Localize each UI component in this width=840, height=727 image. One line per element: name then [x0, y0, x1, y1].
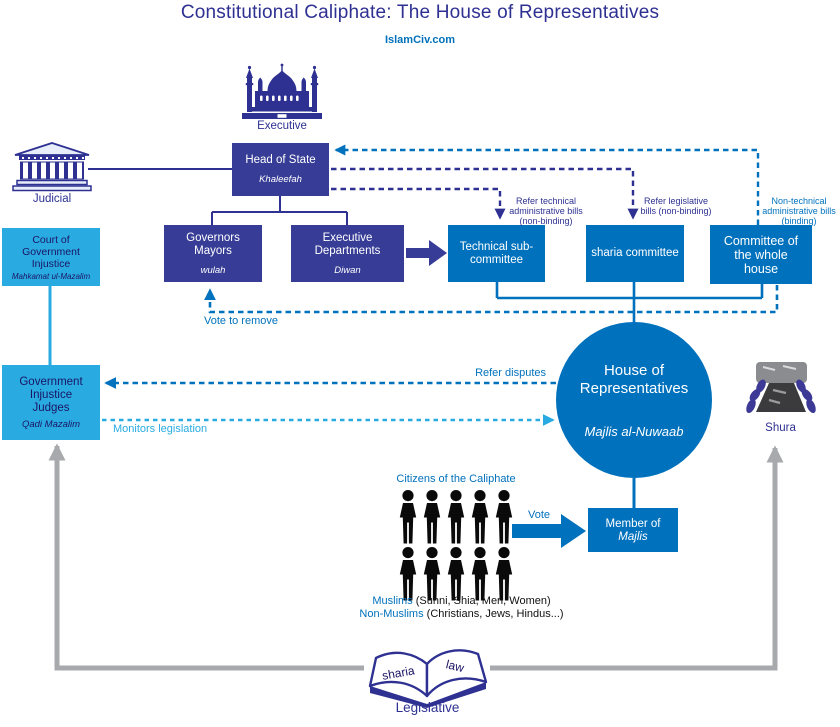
vote-label: Vote — [528, 509, 551, 521]
node-subtitle: Qadi Mazalim — [21, 418, 81, 430]
node-subtitle: Mahkamat ul-Mazalim — [11, 271, 91, 281]
edge-departments-technical-arrow — [406, 240, 447, 266]
non-muslims-term: Non-Muslims — [359, 608, 424, 620]
shura-label: Shura — [765, 422, 796, 434]
judicial-label: Judicial — [32, 193, 72, 205]
sharia-law-book-icon: sharia law — [368, 649, 488, 708]
monitors-legislation-label: Monitors legislation — [113, 423, 208, 435]
node-title: Technical sub-committee — [459, 240, 534, 266]
edge-vote-to-remove — [204, 285, 779, 314]
non-muslims-detail: (Christians, Jews, Hindus...) — [423, 608, 564, 620]
person-icon — [398, 490, 418, 544]
person-icon — [470, 547, 490, 601]
refer-technical-label: Refer technical administrative bills (no… — [509, 196, 583, 226]
node-house-of-representatives: House of Representatives Majlis al-Nuwaa… — [556, 322, 712, 478]
node-title: Government Injustice Judges — [19, 375, 83, 414]
node-member-of-majlis: Member of Majlis — [588, 508, 678, 552]
person-icon — [422, 547, 442, 601]
person-icon — [494, 490, 514, 544]
book-right-page-label: law — [445, 657, 466, 675]
edge-committees-to-house — [495, 282, 764, 323]
node-technical-sub-committee: Technical sub-committee — [448, 225, 545, 282]
muslims-detail: (Sunni, Shia, Men, Women) — [412, 595, 551, 607]
node-court-of-government-injustice: Court of Government Injustice Mahkamat u… — [2, 228, 100, 286]
citizens-icons — [396, 490, 516, 604]
node-head-of-state: Head of State Khaleefah — [232, 143, 329, 196]
courthouse-icon — [12, 142, 92, 192]
node-title: House of Representatives — [579, 361, 689, 397]
node-title: Court of Government Injustice — [22, 233, 80, 270]
executive-label: Executive — [257, 120, 307, 132]
node-committee-of-the-whole-house: Committee of the whole house — [710, 225, 812, 284]
vote-to-remove-label: Vote to remove — [204, 315, 278, 327]
node-title: Member of — [605, 517, 661, 530]
edge-legislative-to-shura — [490, 445, 784, 671]
refer-disputes-label: Refer disputes — [475, 367, 546, 379]
edge-non-technical-binding — [334, 144, 760, 225]
site-name: IslamCiv.com — [384, 34, 456, 46]
refer-legislative-label: Refer legislative bills (non-binding) — [640, 196, 712, 216]
edge-refer-legislative — [331, 167, 639, 220]
node-executive-departments: Executive Departments Diwan — [291, 225, 404, 282]
legislative-label: Legislative — [395, 700, 460, 715]
node-governors-mayors: Governors Mayors wulah — [164, 225, 262, 282]
node-title: Governors Mayors — [186, 231, 240, 257]
node-sharia-committee: sharia committee — [586, 225, 684, 282]
node-subtitle: Diwan — [334, 264, 361, 276]
page-title: Constitutional Caliphate: The House of R… — [180, 2, 660, 23]
person-icon — [398, 547, 418, 601]
node-title: Head of State — [245, 154, 316, 166]
citizens-heading: Citizens of the Caliphate — [396, 473, 516, 485]
node-subtitle: wulah — [200, 264, 226, 276]
non-technical-binding-label: Non-technical administrative bills (bind… — [762, 196, 836, 226]
node-title: Executive Departments — [314, 231, 381, 257]
person-icon — [422, 490, 442, 544]
shura-table-icon — [746, 362, 816, 414]
book-left-page-label: sharia — [381, 663, 416, 683]
edge-refer-technical — [331, 187, 506, 220]
demographics-text: Muslims (Sunni, Shia, Men, Women) Non-Mu… — [339, 595, 584, 621]
node-title: Committee of the whole house — [723, 233, 799, 276]
node-subtitle: Majlis al-Nuwaab — [584, 423, 684, 439]
muslims-line: Muslims (Sunni, Shia, Men, Women) — [339, 595, 584, 608]
non-muslims-line: Non-Muslims (Christians, Jews, Hindus...… — [339, 608, 584, 621]
node-subtitle: Khaleefah — [259, 174, 302, 185]
edge-legislative-to-judges — [48, 443, 364, 671]
node-subtitle: Majlis — [618, 530, 648, 543]
person-icon — [470, 490, 490, 544]
mosque-icon — [242, 63, 322, 119]
node-government-injustice-judges: Government Injustice Judges Qadi Mazalim — [2, 365, 100, 440]
muslims-term: Muslims — [372, 595, 413, 607]
node-title: sharia committee — [591, 247, 679, 259]
edge-vote-arrow — [512, 514, 586, 548]
person-icon — [446, 547, 466, 601]
edge-headofstate-bracket — [211, 196, 348, 225]
person-icon — [446, 490, 466, 544]
person-icon — [494, 547, 514, 601]
